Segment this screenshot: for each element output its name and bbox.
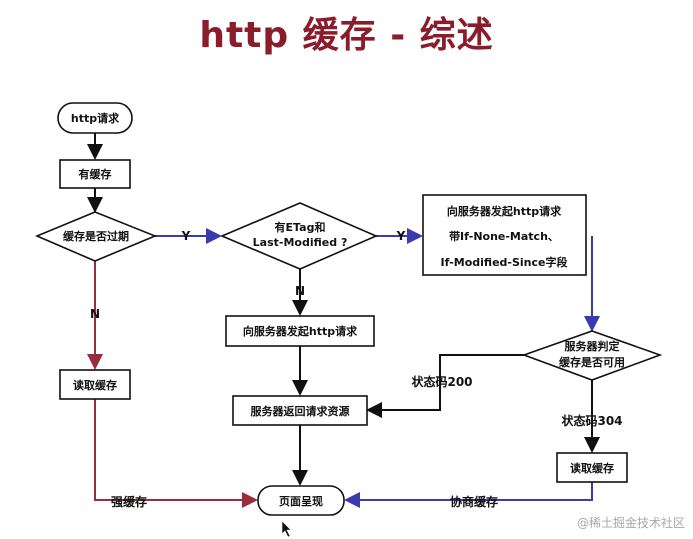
node-send-plain-label: 向服务器发起http请求 bbox=[243, 324, 358, 338]
label-negotiated-cache: 协商缓存 bbox=[450, 494, 498, 509]
node-etag-question: 有ETag和 Last-Modified ? bbox=[219, 202, 379, 270]
node-read-cache-right: 读取缓存 bbox=[556, 452, 628, 483]
node-start: http请求 bbox=[57, 102, 133, 134]
node-read-cache-left-label: 读取缓存 bbox=[73, 378, 117, 392]
node-send-conditional-request: 向服务器发起http请求 带If-None-Match、 If-Modified… bbox=[422, 194, 587, 276]
node-has-cache-label: 有缓存 bbox=[79, 167, 112, 181]
node-send-conditional-line2: 带If-None-Match、 bbox=[449, 229, 559, 243]
node-server-judge-line2: 缓存是否可用 bbox=[559, 355, 625, 369]
node-send-conditional-line1: 向服务器发起http请求 bbox=[447, 204, 562, 218]
label-yes-1: Y bbox=[181, 229, 191, 243]
node-etag-question-line2: Last-Modified ? bbox=[253, 236, 348, 249]
edge-judge-200 bbox=[366, 354, 524, 418]
node-render: 页面呈现 bbox=[257, 485, 345, 516]
node-expired-question-label: 缓存是否过期 bbox=[63, 229, 129, 243]
node-read-cache-right-label: 读取缓存 bbox=[570, 461, 614, 475]
label-status-200: 状态码200 bbox=[411, 374, 472, 389]
edge-labels: Y Y N N 状态码200 状态码304 强缓存 协商缓存 bbox=[90, 229, 623, 509]
node-start-label: http请求 bbox=[71, 111, 120, 125]
node-etag-question-line1: 有ETag和 bbox=[275, 220, 326, 234]
edge-read-right-to-render bbox=[344, 482, 593, 508]
node-expired-question: 缓存是否过期 bbox=[34, 211, 158, 262]
diagram-title: http 缓存 - 综述 bbox=[199, 15, 494, 56]
node-read-cache-left: 读取缓存 bbox=[59, 369, 131, 400]
label-yes-2: Y bbox=[396, 229, 406, 243]
node-server-judge-line1: 服务器判定 bbox=[565, 339, 620, 353]
label-no-1: N bbox=[90, 307, 100, 321]
node-server-return: 服务器返回请求资源 bbox=[232, 395, 368, 426]
node-send-conditional-line3: If-Modified-Since字段 bbox=[441, 255, 568, 269]
mouse-cursor-icon bbox=[281, 520, 292, 538]
watermark: @稀土掘金技术社区 bbox=[576, 516, 685, 530]
node-server-judge: 服务器判定 缓存是否可用 bbox=[521, 330, 663, 381]
label-no-2: N bbox=[295, 284, 305, 298]
edges bbox=[87, 133, 600, 508]
node-send-plain-request: 向服务器发起http请求 bbox=[225, 315, 375, 347]
label-strong-cache: 强缓存 bbox=[111, 494, 147, 509]
node-render-label: 页面呈现 bbox=[279, 495, 323, 508]
label-status-304: 状态码304 bbox=[561, 413, 622, 428]
node-has-cache: 有缓存 bbox=[59, 159, 131, 189]
node-server-return-label: 服务器返回请求资源 bbox=[251, 404, 350, 418]
edge-read-left-to-render bbox=[94, 399, 258, 508]
